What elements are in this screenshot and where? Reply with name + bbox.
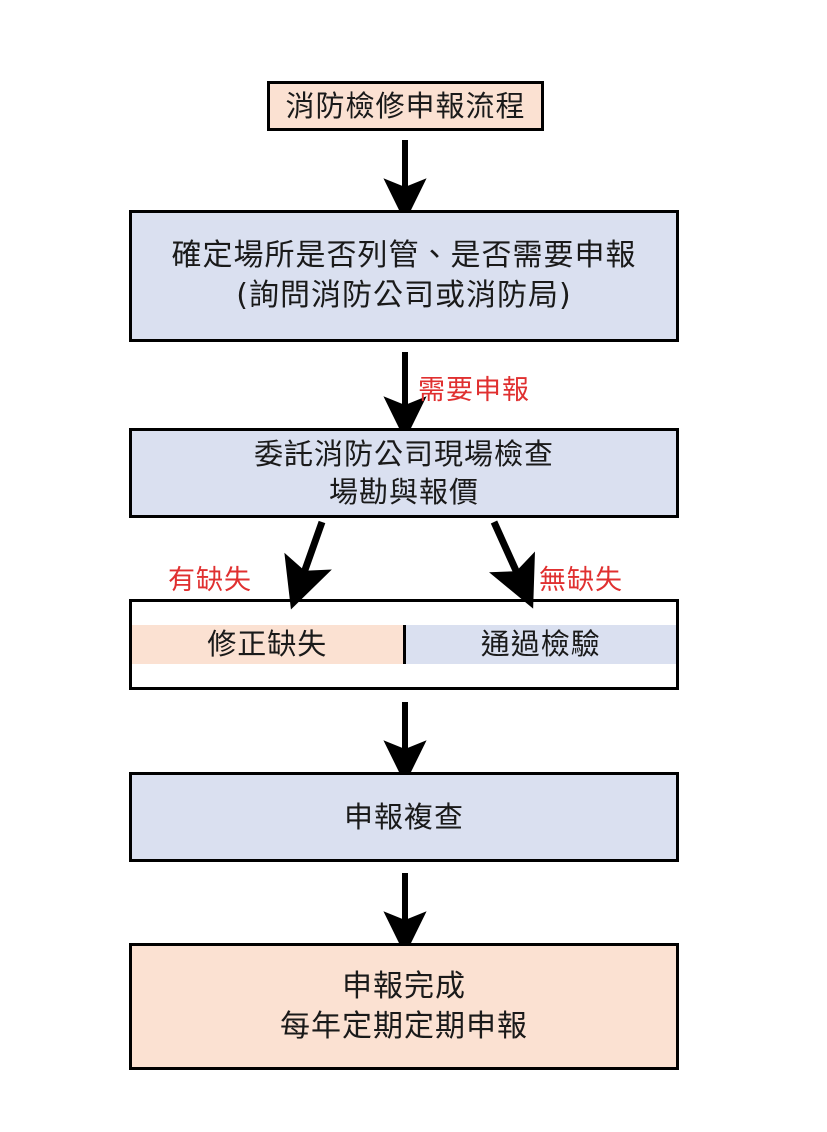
node-title: 消防檢修申報流程 — [267, 81, 544, 131]
node-fix-label: 修正缺失 — [207, 627, 328, 662]
edge-label-need-declare: 需要申報 — [418, 375, 530, 406]
node-done-line1: 申報完成 — [342, 968, 466, 1004]
node-declaration-recheck: 申報複查 — [129, 772, 679, 862]
node-recheck-label: 申報複查 — [343, 799, 464, 834]
node-confirm-line2: (詢問消防公司或消防局) — [236, 278, 572, 313]
arrow-inspect-to-pass — [489, 520, 535, 609]
node-inspect-line2: 場勘與報價 — [328, 475, 479, 509]
node-confirm-line1: 確定場所是否列管、是否需要申報 — [171, 238, 637, 274]
node-fix-defects: 修正缺失 — [132, 625, 406, 664]
edge-label-no-defect: 無缺失 — [539, 565, 623, 596]
node-branch-row: 修正缺失 通過檢驗 — [129, 599, 679, 690]
node-done-line2: 每年定期定期申報 — [280, 1008, 528, 1044]
node-confirm-scope: 確定場所是否列管、是否需要申報 (詢問消防公司或消防局) — [129, 210, 679, 342]
edge-label-has-defect: 有缺失 — [168, 565, 252, 596]
node-inspect-line1: 委託消防公司現場檢查 — [253, 436, 554, 471]
node-onsite-inspection: 委託消防公司現場檢查 場勘與報價 — [129, 428, 679, 518]
arrow-inspect-to-fix — [284, 520, 332, 610]
node-declaration-complete: 申報完成 每年定期定期申報 — [129, 943, 679, 1070]
node-title-label: 消防檢修申報流程 — [285, 88, 526, 123]
node-pass-label: 通過檢驗 — [480, 627, 601, 662]
node-pass-inspection: 通過檢驗 — [405, 625, 676, 664]
